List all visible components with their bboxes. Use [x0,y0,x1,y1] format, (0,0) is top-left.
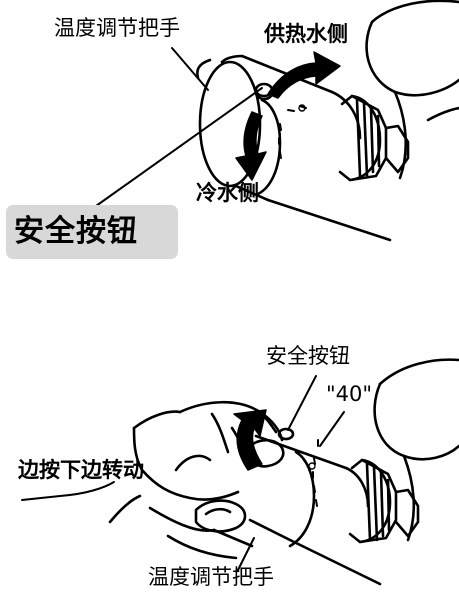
hot-water-side-label: 供热水侧 [264,22,348,46]
cold-direction-arrow [235,111,267,181]
hand-illustration [108,400,285,560]
press-and-turn-instruction: 边按下边转动 [18,458,144,482]
top-valve-body [365,0,459,180]
top-valve-coupling [338,94,410,182]
safety-button-badge-label: 安全按钮 [14,214,138,249]
top-leader-lines [95,47,263,207]
bottom-safety-button-label: 安全按钮 [266,344,350,368]
bottom-leader-lines [21,375,345,571]
bottom-handle-label: 温度调节把手 [148,565,274,589]
bottom-dial-marker [308,462,316,470]
top-handle-label: 温度调节把手 [54,16,180,40]
top-dial-marker [298,104,306,112]
safety-button-badge [6,205,178,259]
cold-water-side-label: 冷水侧 [196,181,259,205]
rotation-arrow [233,409,267,471]
hot-direction-arrow [267,51,341,99]
position-40-label: "40" [326,382,373,406]
bottom-handle-cylinder [248,434,382,586]
bottom-valve-coupling [348,458,420,544]
